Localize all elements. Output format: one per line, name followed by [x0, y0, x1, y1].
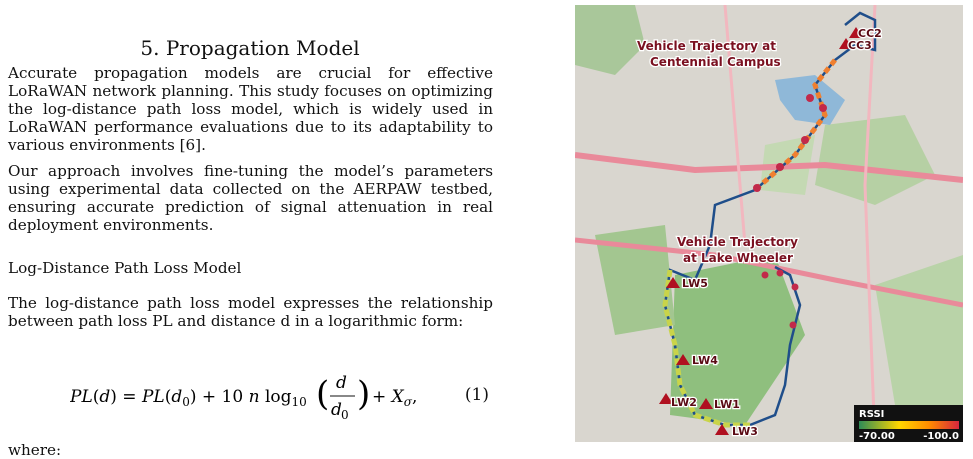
svg-text:d: d — [331, 400, 342, 420]
svg-text:): ) — [357, 374, 370, 414]
subheading-log-distance: Log-Distance Path Loss Model — [8, 259, 242, 277]
legend-max-label: -100.0 — [923, 431, 959, 442]
svg-text:(: ( — [316, 374, 329, 414]
paragraph-approach: Our approach involves fine-tuning the mo… — [8, 162, 493, 234]
site-label: LW3 — [732, 425, 758, 438]
svg-text:+ Xσ,: + Xσ, — [372, 387, 417, 409]
forest-area — [595, 225, 675, 335]
trajectory-map: CC2 CC3 LW5 LW4 LW2 LW1 LW3 Vehicle Traj… — [575, 5, 963, 442]
svg-text:0: 0 — [341, 408, 349, 422]
rssi-trace-lake-wheeler — [662, 269, 750, 428]
site-label: LW1 — [714, 398, 740, 411]
legend-min-label: -70.00 — [859, 431, 895, 442]
forest-area — [815, 115, 935, 205]
forest-area — [575, 5, 645, 75]
section-title: 5. Propagation Model — [140, 36, 360, 60]
equation-number: (1) — [464, 385, 489, 405]
road — [863, 5, 877, 442]
paragraph-model-description: The log-distance path loss model express… — [8, 294, 493, 330]
label-lake-line2: at Lake Wheeler — [683, 251, 793, 265]
paragraph-where: where: — [8, 441, 62, 459]
label-centennial-line2: Centennial Campus — [650, 55, 781, 69]
site-markers — [659, 27, 863, 435]
site-label: LW2 — [671, 396, 697, 409]
svg-text:d: d — [336, 373, 347, 393]
rssi-legend: RSSI -70.00 -100.0 — [854, 405, 963, 442]
site-label: LW5 — [682, 277, 708, 290]
site-label: LW4 — [692, 354, 718, 367]
equation-formula: PL(d) = PL(d0) + 10 n log10 ( d d 0 ) + … — [70, 373, 417, 422]
rssi-samples — [753, 94, 827, 329]
paragraph-intro: Accurate propagation models are crucial … — [8, 64, 493, 154]
equation-path-loss: PL(d) = PL(d0) + 10 n log10 ( d d 0 ) + … — [70, 365, 495, 425]
label-centennial-line1: Vehicle Trajectory at — [637, 39, 776, 53]
forest-area — [670, 255, 805, 425]
legend-color-bar — [859, 421, 959, 429]
road — [723, 5, 747, 246]
label-lake-line1: Vehicle Trajectory — [677, 235, 798, 249]
svg-text:PL(d) = PL(d0) + 10 n log10: PL(d) = PL(d0) + 10 n log10 — [70, 387, 307, 409]
highway — [575, 152, 963, 183]
legend-title: RSSI — [859, 409, 884, 420]
forest-area — [875, 255, 963, 425]
site-label: CC3 — [848, 39, 872, 52]
site-label: CC2 — [858, 27, 882, 40]
